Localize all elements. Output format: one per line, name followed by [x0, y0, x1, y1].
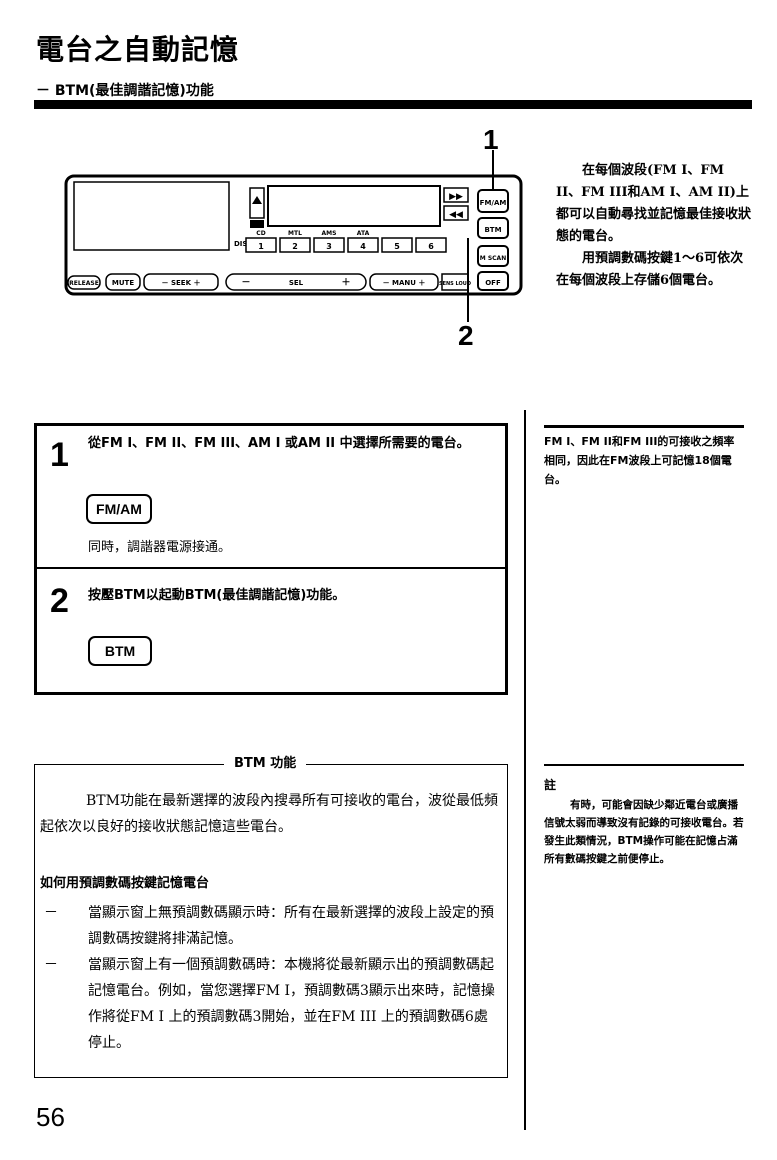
- sens-loud-button: SENS LOUD: [439, 281, 471, 287]
- note-fm-bands: FM I、FM II和FM III的可接收之頻率相同，因此在FM波段上可記憶18…: [544, 435, 735, 486]
- page-title: 電台之自動記憶: [36, 33, 240, 66]
- preset-number: 4: [360, 242, 366, 251]
- preset-label: AMS: [322, 230, 337, 237]
- preset-number: 5: [394, 242, 400, 251]
- plus-button: ＋: [341, 277, 350, 288]
- preset-button-6: [415, 237, 447, 253]
- preset-buttons: 1 2 3 4 5 6: [245, 237, 447, 253]
- preset-number: 3: [326, 242, 332, 251]
- preset-labels: CD MTL AMS ATA: [256, 230, 369, 237]
- svg-text:▶▶: ▶▶: [449, 192, 463, 202]
- preset-subheading: 如何用預調數碼按鍵記憶電台: [40, 876, 210, 891]
- column-divider: [524, 410, 526, 1130]
- note-rule: [544, 425, 744, 428]
- bullet-1: 當顯示窗上無預調數碼顯示時：所有在最新選擇的波段上設定的預調數碼按鍵將排滿記憶。: [88, 905, 494, 947]
- btm-key: BTM: [88, 636, 152, 666]
- steps-box: [34, 423, 508, 695]
- preset-number: 6: [428, 242, 434, 251]
- step-2-text: 按壓BTM以起動BTM(最佳調諧記憶)功能。: [88, 588, 346, 603]
- preset-label: CD: [256, 230, 265, 237]
- step-1-after: 同時，調諧器電源接通。: [88, 540, 232, 555]
- preset-button-1: [245, 237, 277, 253]
- step-1-text: 從FM I、FM II、FM III、AM I 或AM II 中選擇所需要的電台…: [88, 436, 470, 451]
- preset-number: 2: [292, 242, 298, 251]
- page-number: 56: [36, 1102, 65, 1132]
- bullet-2: 當顯示窗上有一個預調數碼時：本機將從最新顯示出的預調數碼起記憶電台。例如，當您選…: [88, 957, 495, 1051]
- callout-2: 2: [458, 320, 474, 351]
- radio-illustration: ▶▶ ◀◀ DISP 1 2 3 4 5 6 CD MTL AMS ATA RELEASE MU…: [64, 174, 523, 296]
- manu-button: － MANU ＋: [383, 279, 426, 287]
- minus-button: －: [241, 278, 250, 288]
- bullet-dash: －: [44, 905, 58, 921]
- intro-paragraph: 用預調數碼按鍵1～6可依次在每個波段上存儲6個電台。: [556, 251, 744, 288]
- note-rule: [544, 764, 744, 766]
- callout-line-1: [492, 150, 494, 190]
- title-rule: [34, 100, 752, 109]
- intro-paragraph: 在每個波段(FM I、FM II、FM III和AM I、AM II)上都可以自…: [556, 163, 752, 244]
- btm-paragraph: BTM功能在最新選擇的波段內搜尋所有可接收的電台，波從最低頻起依次以良好的接收狀…: [40, 793, 498, 835]
- fm-am-button-illus: FM/AM: [480, 199, 507, 207]
- preset-button-3: [313, 237, 345, 253]
- note-heading: 註: [544, 778, 557, 792]
- preset-button-2: [279, 237, 311, 253]
- steps-divider: [34, 567, 508, 569]
- intro-text: 在每個波段(FM I、FM II、FM III和AM I、AM II)上都可以自…: [556, 160, 752, 292]
- btm-button-illus: BTM: [484, 226, 501, 234]
- off-button: OFF: [485, 279, 501, 287]
- step-2-number: 2: [50, 582, 69, 620]
- release-button: RELEASE: [69, 280, 99, 287]
- preset-number: 1: [258, 242, 264, 251]
- page-subtitle: － BTM(最佳調諧記憶)功能: [36, 83, 214, 99]
- mute-button: MUTE: [112, 279, 134, 287]
- callout-1: 1: [483, 124, 499, 155]
- step-1-number: 1: [50, 436, 69, 474]
- btm-heading: BTM 功能: [224, 752, 307, 771]
- preset-button-5: [381, 237, 413, 253]
- disp-label: DISP: [234, 240, 253, 248]
- fm-am-key: FM/AM: [86, 494, 152, 524]
- m-scan-button: M SCAN: [480, 255, 506, 262]
- preset-button-4: [347, 237, 379, 253]
- preset-label: MTL: [288, 230, 302, 237]
- sel-button: SEL: [289, 279, 304, 287]
- preset-label: ATA: [357, 230, 370, 237]
- note-btm-stop: 有時，可能會因缺少鄰近電台或廣播信號太弱而導致沒有記錄的可接收電台。若發生此類情…: [544, 799, 744, 865]
- callout-line-2: [467, 238, 469, 322]
- seek-button: － SEEK ＋: [162, 279, 201, 287]
- svg-text:◀◀: ◀◀: [449, 210, 463, 220]
- bullet-dash: －: [44, 957, 58, 973]
